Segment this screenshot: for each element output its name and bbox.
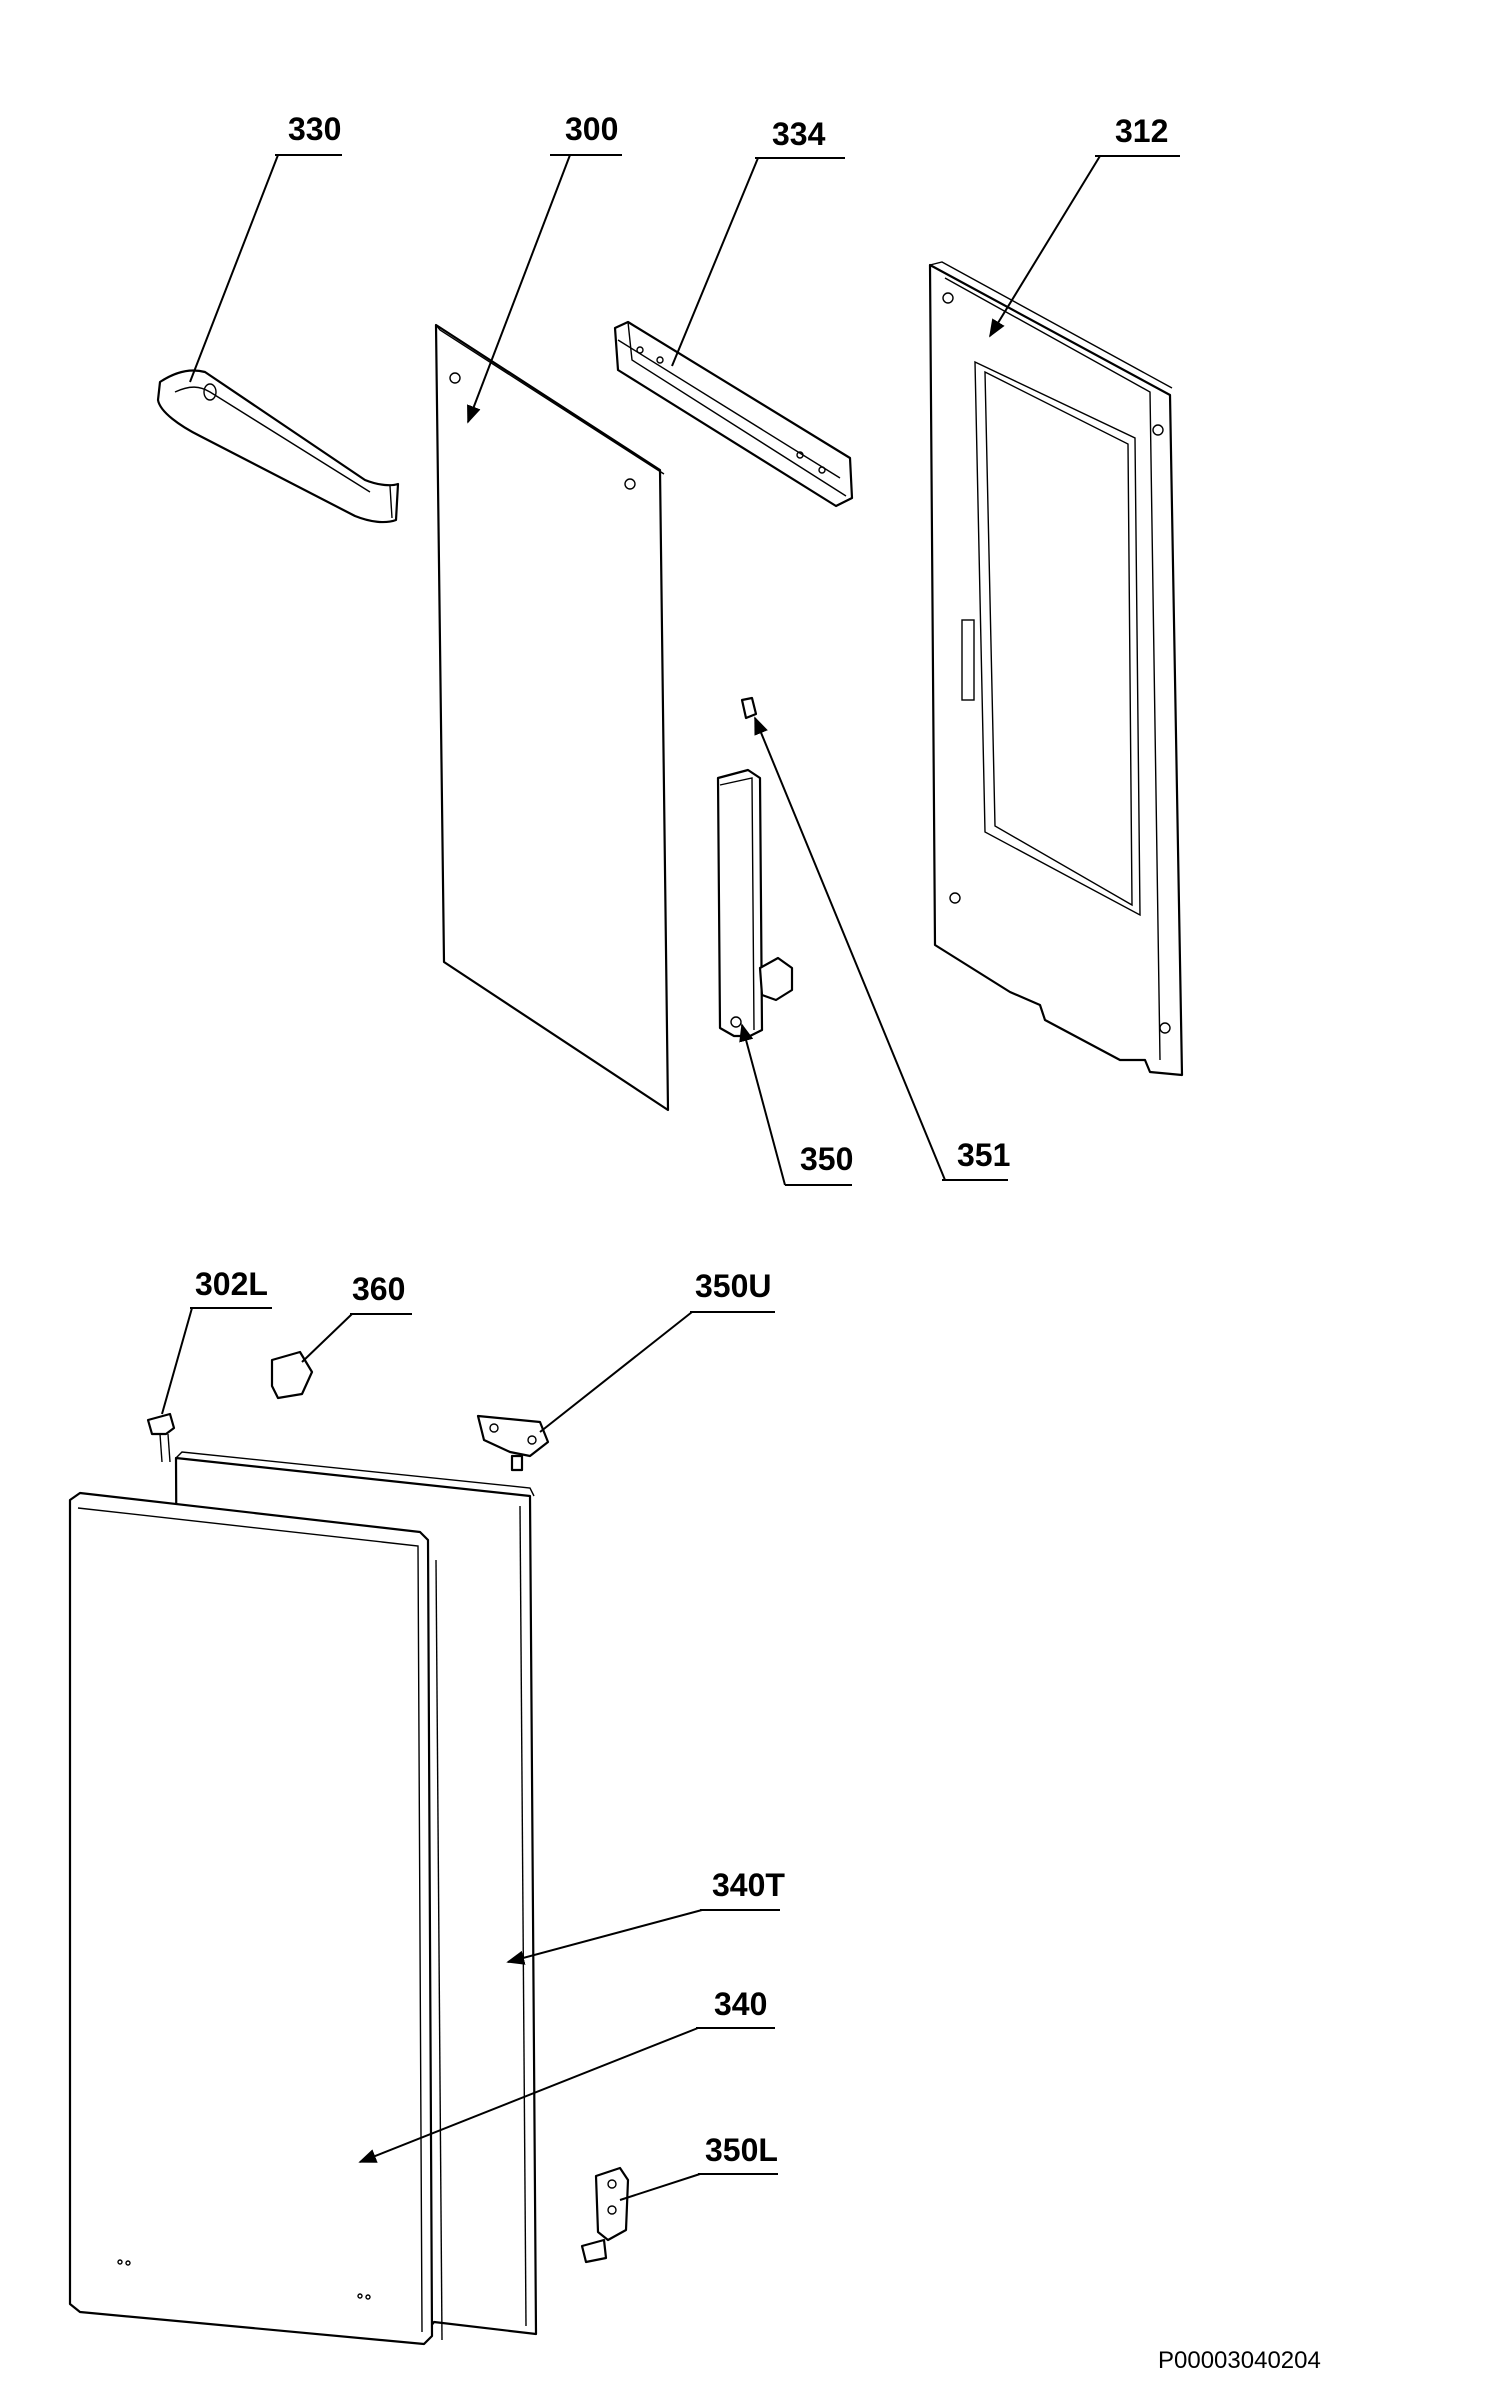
part-360-clip <box>270 1350 314 1400</box>
callout-label-300: 300 <box>565 111 618 147</box>
callout-360: 360 <box>301 1271 412 1363</box>
callout-label-350: 350 <box>800 1141 853 1177</box>
callout-330: 330 <box>189 111 342 383</box>
part-334-top-bracket <box>613 320 854 508</box>
callout-350L: 350L <box>619 2132 778 2201</box>
part-312-inner-frame <box>928 261 1184 1077</box>
callout-302L: 302L <box>161 1266 272 1415</box>
callout-300: 300 <box>467 111 622 424</box>
callout-340: 340 <box>358 1986 775 2163</box>
callout-label-312: 312 <box>1115 113 1168 149</box>
part-350U-upper-hinge <box>476 1414 550 1472</box>
callout-312: 312 <box>989 113 1180 338</box>
callout-351: 351 <box>754 716 1010 1181</box>
callout-label-330: 330 <box>288 111 341 147</box>
part-300-glass-panel <box>434 323 670 1112</box>
part-350-hinge <box>716 768 794 1038</box>
callout-350U: 350U <box>539 1268 775 1433</box>
callout-334: 334 <box>671 116 845 367</box>
callout-label-302L: 302L <box>195 1266 268 1302</box>
part-350L-lower-hinge <box>580 2166 630 2264</box>
callout-label-334: 334 <box>772 116 826 152</box>
part-340-front-panel <box>68 1491 443 2346</box>
callout-350: 350 <box>739 1023 853 1186</box>
callout-label-340: 340 <box>714 1986 767 2022</box>
part-330-handle <box>156 369 400 524</box>
part-351-clip <box>740 696 758 720</box>
part-302L-pin <box>146 1412 176 1463</box>
callout-label-360: 360 <box>352 1271 405 1307</box>
callout-label-350L: 350L <box>705 2132 778 2168</box>
drawing-code: P00003040204 <box>1158 2347 1321 2374</box>
callout-340T: 340T <box>506 1867 785 1965</box>
callout-label-350U: 350U <box>695 1268 772 1304</box>
callout-label-351: 351 <box>957 1137 1010 1173</box>
callout-label-340T: 340T <box>712 1867 785 1903</box>
